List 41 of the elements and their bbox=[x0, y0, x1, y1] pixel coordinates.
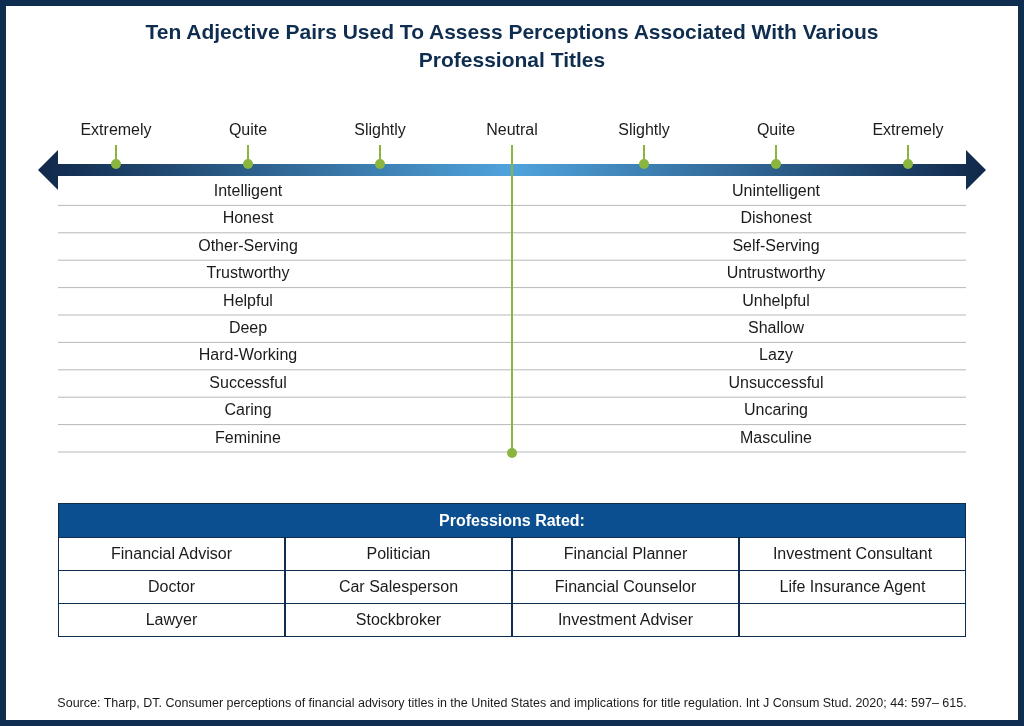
adjective-label: Self-Serving bbox=[731, 236, 821, 255]
adjective-label: Unsuccessful bbox=[727, 373, 825, 392]
table-cell: Financial Advisor bbox=[58, 537, 285, 571]
adjective-label: Lazy bbox=[758, 346, 794, 365]
scale-label: Extremely bbox=[79, 121, 153, 139]
adjective-label: Shallow bbox=[747, 319, 805, 337]
scale-label: Quite bbox=[227, 121, 269, 139]
table-cell: Life Insurance Agent bbox=[739, 570, 966, 604]
adjective-label: Deep bbox=[227, 319, 269, 337]
adjective-label: Successful bbox=[208, 373, 288, 392]
adjective-label: Feminine bbox=[214, 428, 282, 447]
adjective-label: Honest bbox=[221, 209, 275, 228]
adjective-label: Unhelpful bbox=[741, 291, 811, 310]
table-cell: Investment Consultant bbox=[739, 537, 966, 571]
scale-label: Slightly bbox=[353, 121, 407, 139]
adjective-label: Unintelligent bbox=[730, 182, 822, 200]
scale-label: Neutral bbox=[485, 121, 539, 139]
adjective-label: Hard-Working bbox=[197, 346, 299, 365]
table-cell: Politician bbox=[285, 537, 512, 571]
table-cell: Lawyer bbox=[58, 603, 285, 637]
adjective-label: Caring bbox=[223, 401, 273, 420]
adjective-label: Uncaring bbox=[743, 401, 809, 420]
table-cell: Investment Adviser bbox=[512, 603, 739, 637]
adjective-label: Other-Serving bbox=[197, 236, 299, 255]
chart-title: Ten Adjective Pairs Used To Assess Perceptions Associated With Various Professional Titles bbox=[144, 19, 880, 73]
table-cell: Financial Planner bbox=[512, 537, 739, 571]
table-cell: Car Salesperson bbox=[285, 570, 512, 604]
table-cell: Financial Counselor bbox=[512, 570, 739, 604]
adjective-label: Intelligent bbox=[212, 182, 284, 200]
source-note: Source: Tharp, DT. Consumer perceptions of financial advisory titles in the United States and implications for title regulation. Int J Consum Stud. 2020; 44: 597– 615. bbox=[56, 696, 968, 710]
adjective-label: Masculine bbox=[739, 428, 813, 447]
scale-label: Quite bbox=[755, 121, 797, 139]
adjective-label: Untrustworthy bbox=[725, 264, 827, 283]
table-cell: Doctor bbox=[58, 570, 285, 604]
adjective-label: Trustworthy bbox=[205, 264, 291, 283]
adjective-label: Helpful bbox=[222, 291, 274, 310]
adjective-label: Dishonest bbox=[739, 209, 813, 228]
scale-label: Slightly bbox=[617, 121, 671, 139]
scale-label: Extremely bbox=[871, 121, 945, 139]
table-cell: Stockbroker bbox=[285, 603, 512, 637]
table-header: Professions Rated: bbox=[58, 503, 966, 538]
